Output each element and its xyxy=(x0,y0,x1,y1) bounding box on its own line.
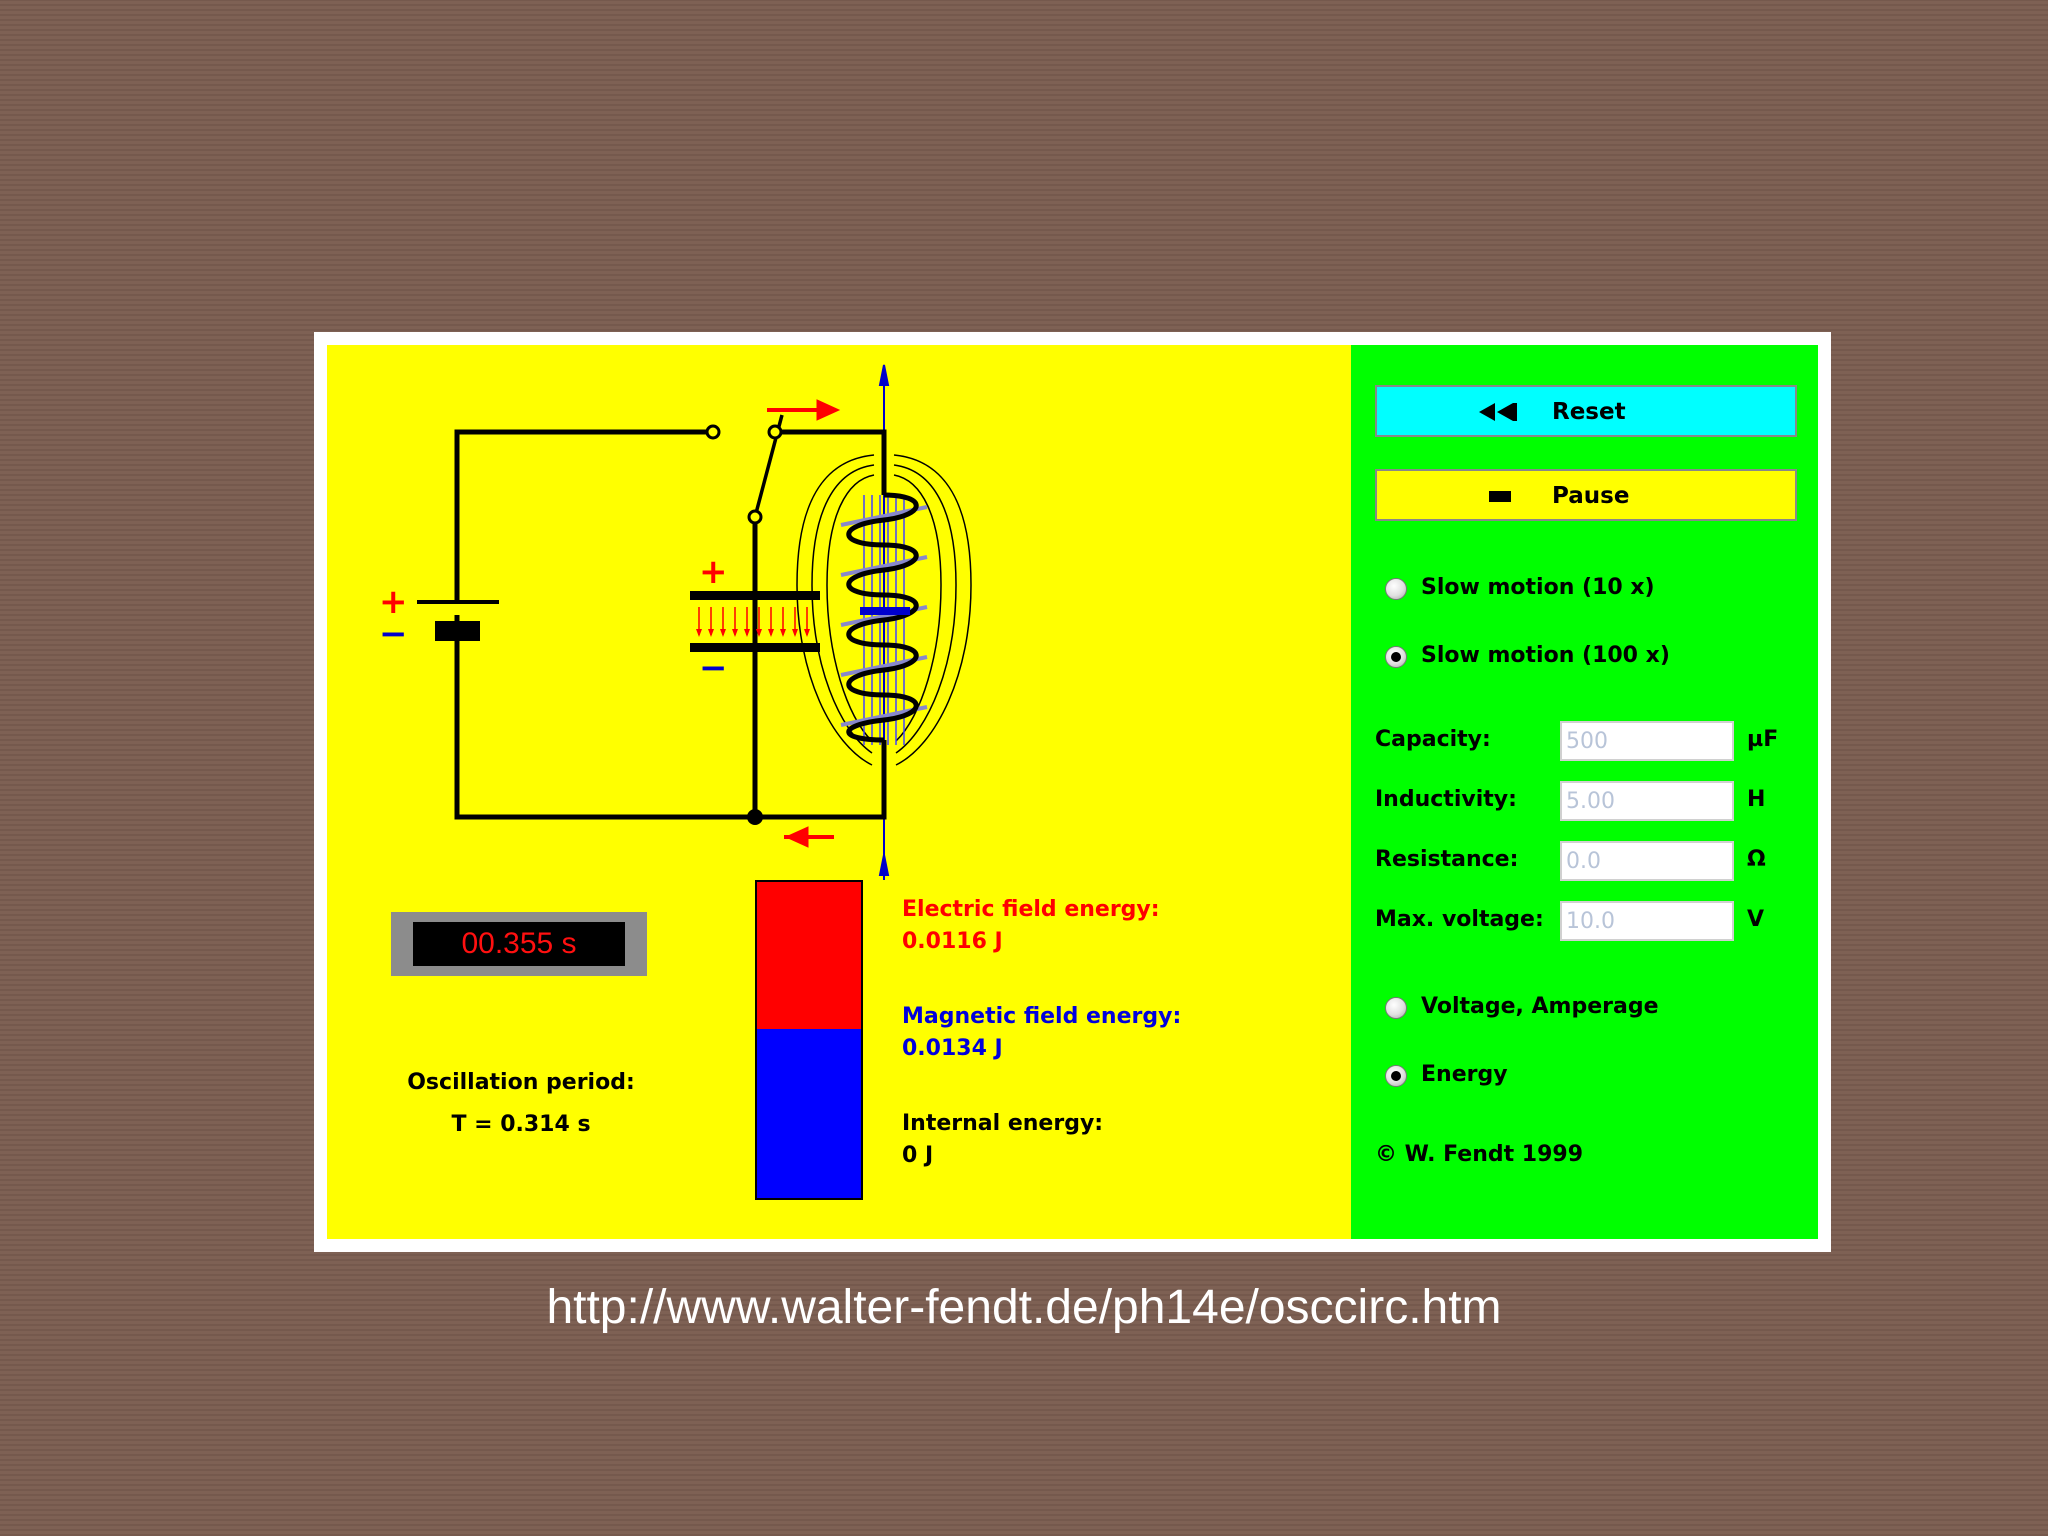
circuit-wires xyxy=(454,429,887,820)
timer-display: 00.355 s xyxy=(413,922,625,966)
capacitor-minus-sign: − xyxy=(699,648,728,688)
stopwatch: 00.355 s xyxy=(391,912,647,976)
control-panel: Reset Pause Slow motion (10 x) Slow moti… xyxy=(1351,345,1818,1239)
battery-minus-sign: − xyxy=(379,614,408,654)
slow-motion-10-label: Slow motion (10 x) xyxy=(1421,575,1655,600)
capacity-unit: µF xyxy=(1747,727,1779,752)
oscillation-period-label: Oscillation period: xyxy=(407,1070,635,1095)
applet-frame: + − + − 00.355 s Oscillation period: T =… xyxy=(314,332,1831,1252)
oscillating-circuit-applet: + − + − 00.355 s Oscillation period: T =… xyxy=(327,345,1818,1239)
oscillation-period-value: T = 0.314 s xyxy=(451,1112,591,1137)
source-url: http://www.walter-fendt.de/ph14e/osccirc… xyxy=(546,1281,1502,1334)
battery xyxy=(417,600,499,641)
electric-energy-label: Electric field energy: xyxy=(902,897,1160,922)
junction-dot xyxy=(747,809,763,825)
simulation-area: + − + − 00.355 s Oscillation period: T =… xyxy=(327,345,1351,1239)
slow-motion-100-radio[interactable] xyxy=(1385,646,1407,668)
magnetic-energy-value: 0.0134 J xyxy=(902,1036,1003,1061)
magnetic-energy-label: Magnetic field energy: xyxy=(902,1004,1182,1029)
slow-motion-10-radio[interactable] xyxy=(1385,578,1407,600)
voltage-amperage-radio[interactable] xyxy=(1385,997,1407,1019)
energy-radio[interactable] xyxy=(1385,1065,1407,1087)
max-voltage-input[interactable] xyxy=(1560,901,1734,941)
max-voltage-unit: V xyxy=(1747,907,1765,932)
resistance-unit: Ω xyxy=(1747,847,1766,872)
energy-label: Energy xyxy=(1421,1062,1508,1087)
inductivity-label: Inductivity: xyxy=(1375,787,1517,812)
circuit-diagram: + − + − xyxy=(379,364,972,880)
voltage-amperage-label: Voltage, Amperage xyxy=(1421,994,1659,1019)
capacitor xyxy=(690,591,820,652)
internal-energy-label: Internal energy: xyxy=(902,1111,1104,1136)
battery-plus-sign: + xyxy=(379,582,408,622)
capacitor-plus-sign: + xyxy=(699,552,728,592)
magnetic-field-lines xyxy=(796,454,972,766)
pause-button-label: Pause xyxy=(1552,483,1630,509)
reset-button[interactable]: Reset xyxy=(1375,385,1797,437)
internal-energy-value: 0 J xyxy=(902,1143,934,1168)
switch xyxy=(705,414,784,525)
coil-current-marks xyxy=(860,607,910,615)
capacity-input[interactable] xyxy=(1560,721,1734,761)
max-voltage-label: Max. voltage: xyxy=(1375,907,1544,932)
inductivity-input[interactable] xyxy=(1560,781,1734,821)
resistance-input[interactable] xyxy=(1560,841,1734,881)
coil xyxy=(840,492,928,743)
resistance-label: Resistance: xyxy=(1375,847,1519,872)
capacity-label: Capacity: xyxy=(1375,727,1491,752)
inductivity-unit: H xyxy=(1747,787,1766,812)
magnetic-energy-bar xyxy=(757,1029,861,1198)
rewind-icon xyxy=(1479,403,1517,421)
copyright-text: © W. Fendt 1999 xyxy=(1375,1142,1584,1167)
reset-button-label: Reset xyxy=(1552,399,1626,425)
slow-motion-100-label: Slow motion (100 x) xyxy=(1421,643,1670,668)
pause-button[interactable]: Pause xyxy=(1375,469,1797,521)
electric-energy-value: 0.0116 J xyxy=(902,929,1003,954)
current-arrows xyxy=(767,399,841,848)
electric-energy-bar xyxy=(757,882,861,1031)
pause-icon xyxy=(1489,491,1511,502)
energy-bar xyxy=(755,880,863,1200)
